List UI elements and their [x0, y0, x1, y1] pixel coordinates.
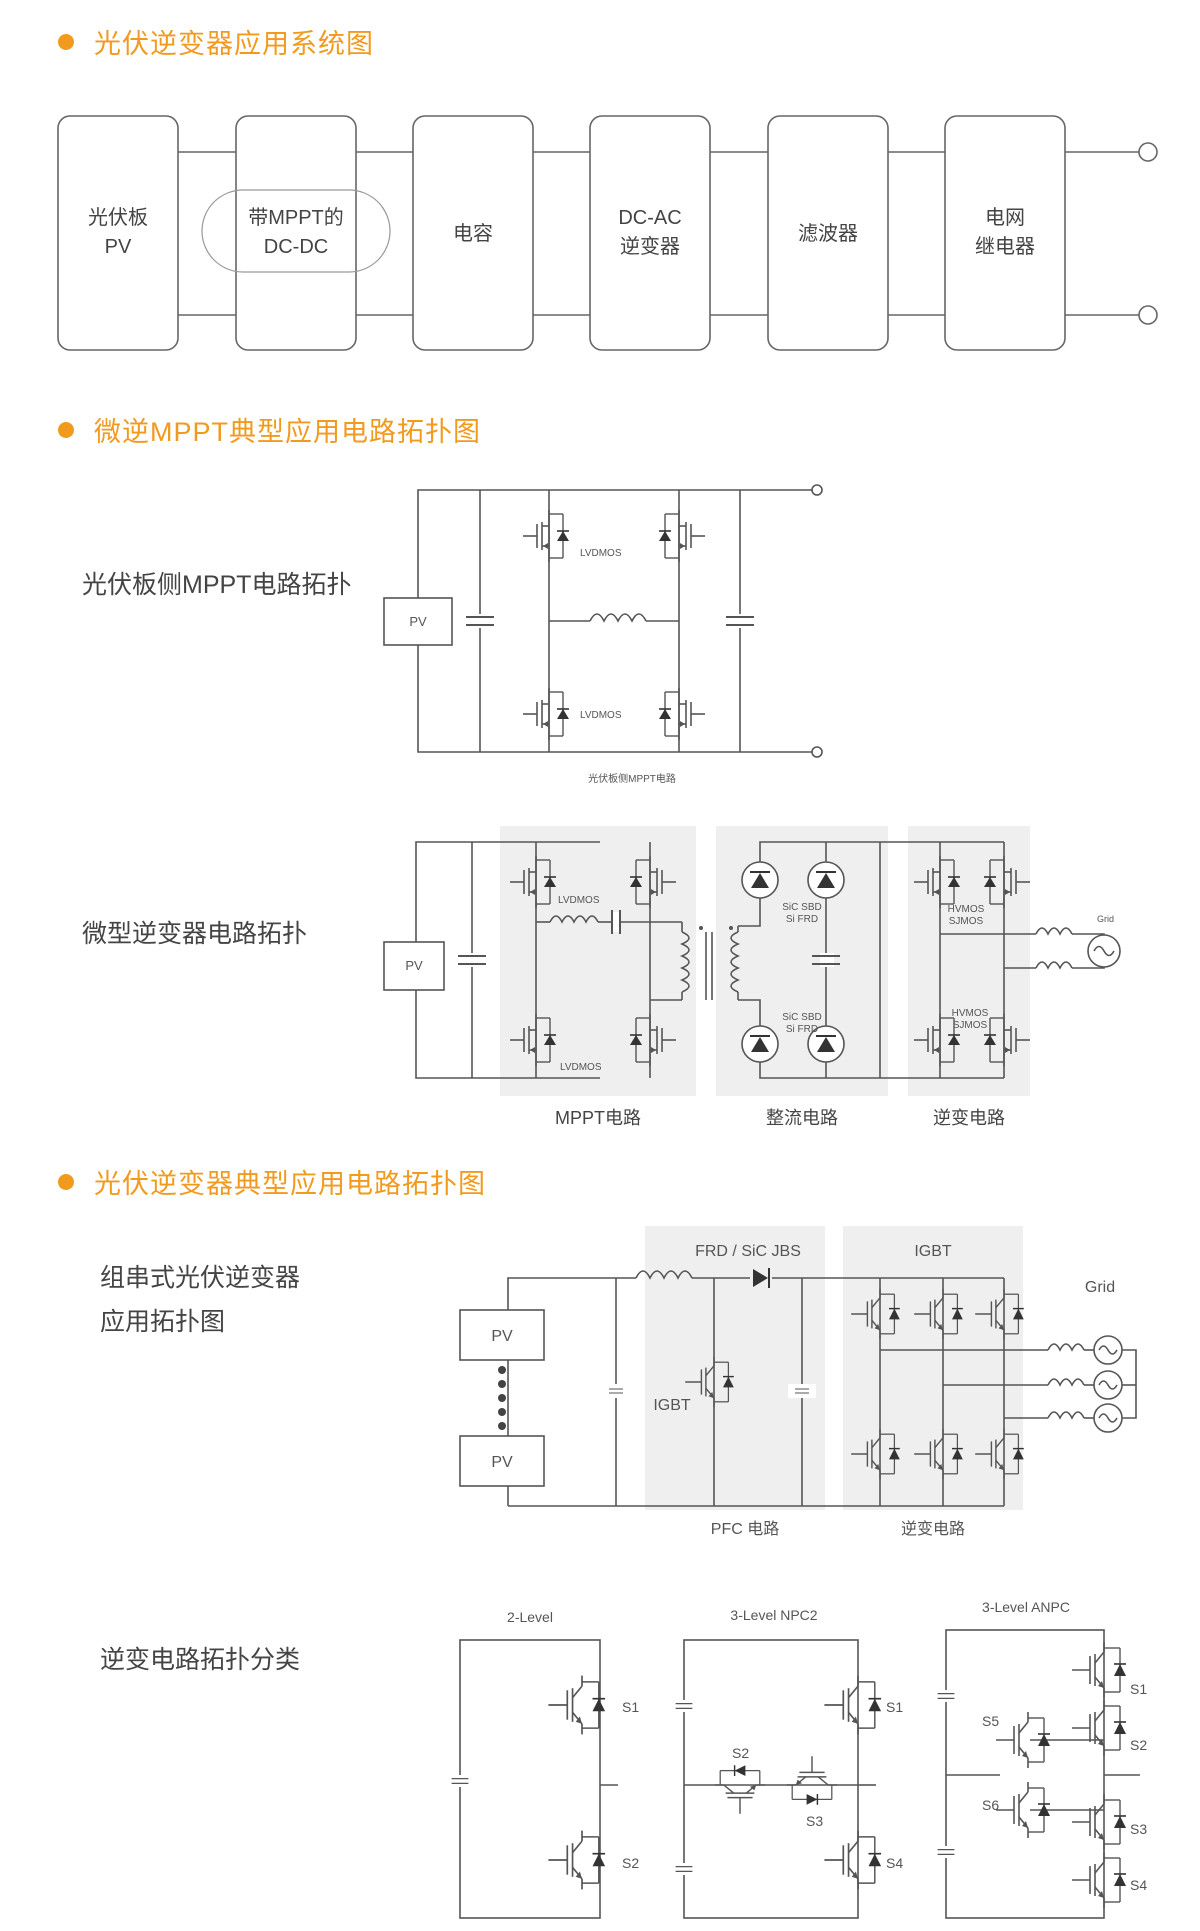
bullet-dot	[58, 33, 74, 50]
topology-3-level-npc2	[683, 1639, 876, 1919]
micro-diode-label: Si FRD	[786, 1024, 818, 1035]
block-dcac	[589, 115, 711, 351]
section-title-text: 微逆MPPT典型应用电路拓扑图	[94, 417, 482, 447]
micro-diode-label: SiC SBD	[782, 1012, 821, 1023]
string-box-label: 逆变电路	[901, 1520, 965, 1538]
block-pv	[57, 115, 179, 351]
mppt-mos-label: LVDMOS	[580, 548, 622, 559]
section-title-string: 光伏逆变器典型应用电路拓扑图	[58, 1162, 486, 1201]
switch-label: S4	[886, 1855, 903, 1871]
block-filter	[767, 115, 889, 351]
string-side-label-1: 组串式光伏逆变器	[100, 1264, 301, 1292]
string-components	[459, 1267, 1025, 1487]
block-label: 滤波器	[798, 222, 858, 245]
section-title-text: 光伏逆变器应用系统图	[94, 29, 374, 59]
micro-components	[457, 855, 1031, 1067]
block-label: 光伏板	[88, 206, 148, 229]
micro-diode-label: Si FRD	[786, 914, 818, 925]
micro-mos-label: LVDMOS	[560, 1062, 602, 1073]
block-label: 继电器	[975, 235, 1035, 258]
block-label: DC-DC	[264, 236, 328, 258]
micro-box-label: 逆变电路	[933, 1108, 1005, 1128]
block-label: 带MPPT的	[248, 206, 344, 229]
levels-side-label: 逆变电路拓扑分类	[100, 1646, 301, 1674]
micro-box-label: MPPT电路	[555, 1108, 641, 1128]
block-label: 电网	[985, 206, 1025, 229]
string-grid-label: Grid	[1085, 1279, 1115, 1296]
mppt-components	[465, 509, 755, 741]
block-relay	[944, 115, 1066, 351]
block-label: PV	[105, 236, 132, 258]
switch-label: S1	[1130, 1681, 1147, 1697]
section-title-micro: 微逆MPPT典型应用电路拓扑图	[58, 410, 481, 449]
mppt-pv-label: PV	[409, 614, 427, 629]
switch-label: S6	[982, 1797, 999, 1813]
micro-hv-label: SJMOS	[949, 916, 984, 927]
string-box-label: PFC 电路	[711, 1520, 779, 1538]
switch-label: S1	[886, 1699, 903, 1715]
switch-label: S2	[622, 1855, 639, 1871]
block-capacitor	[412, 115, 534, 351]
anpc-title: 3-Level ANPC	[982, 1599, 1070, 1615]
l2-title: 2-Level	[507, 1609, 553, 1625]
switch-label: S3	[806, 1813, 823, 1829]
npc-title: 3-Level NPC2	[730, 1607, 817, 1623]
mppt-side-label: 光伏板侧MPPT电路拓扑	[82, 571, 352, 599]
igbt-label: IGBT	[653, 1397, 691, 1414]
switch-label: S5	[982, 1713, 999, 1729]
mppt-mos-label: LVDMOS	[580, 710, 622, 721]
igbt-label: IGBT	[914, 1243, 952, 1260]
micro-diode-label: SiC SBD	[782, 902, 821, 913]
micro-hv-label: SJMOS	[953, 1020, 988, 1031]
system-block-diagram: 光伏板 PV 带MPPT的 DC-DC 电容 DC-AC 逆变器 滤波器 电网 …	[57, 115, 1158, 351]
switch-label: S1	[622, 1699, 639, 1715]
switch-label: S4	[1130, 1877, 1147, 1893]
block-label: DC-AC	[618, 207, 681, 229]
topology-3-level-anpc	[945, 1629, 1140, 1919]
micro-side-label: 微型逆变器电路拓扑	[82, 920, 308, 948]
topology-2-level-parts	[448, 1674, 606, 1891]
micro-mos-label: LVDMOS	[558, 895, 600, 906]
mppt-caption: 光伏板侧MPPT电路	[588, 772, 676, 785]
switch-label: S2	[732, 1745, 749, 1761]
switch-label: S2	[1130, 1737, 1147, 1753]
switch-label: S3	[1130, 1821, 1147, 1837]
section-title-system: 光伏逆变器应用系统图	[58, 22, 374, 61]
string-pv-label: PV	[491, 1328, 513, 1345]
block-dcdc	[235, 115, 357, 351]
string-side-label-2: 应用拓扑图	[100, 1308, 226, 1336]
string-circuit	[507, 1270, 1137, 1507]
micro-hv-label: HVMOS	[952, 1008, 989, 1019]
block-label: 电容	[453, 222, 493, 245]
micro-box-label: 整流电路	[766, 1108, 838, 1128]
block-label: 逆变器	[620, 235, 680, 258]
topology-npc2-parts	[672, 1674, 882, 1891]
section-title-text: 光伏逆变器典型应用电路拓扑图	[94, 1169, 486, 1199]
micro-grid-label: Grid	[1097, 914, 1114, 924]
string-panels	[645, 1226, 1023, 1510]
frd-label: FRD / SiC JBS	[695, 1243, 801, 1260]
micro-hv-label: HVMOS	[948, 904, 985, 915]
block-dcdc-highlight	[201, 189, 391, 273]
string-pv-label: PV	[491, 1454, 513, 1471]
bullet-dot	[58, 421, 74, 438]
micro-pv-label: PV	[405, 958, 423, 973]
bullet-dot	[58, 1173, 74, 1190]
topology-anpc-parts	[934, 1641, 1127, 1909]
